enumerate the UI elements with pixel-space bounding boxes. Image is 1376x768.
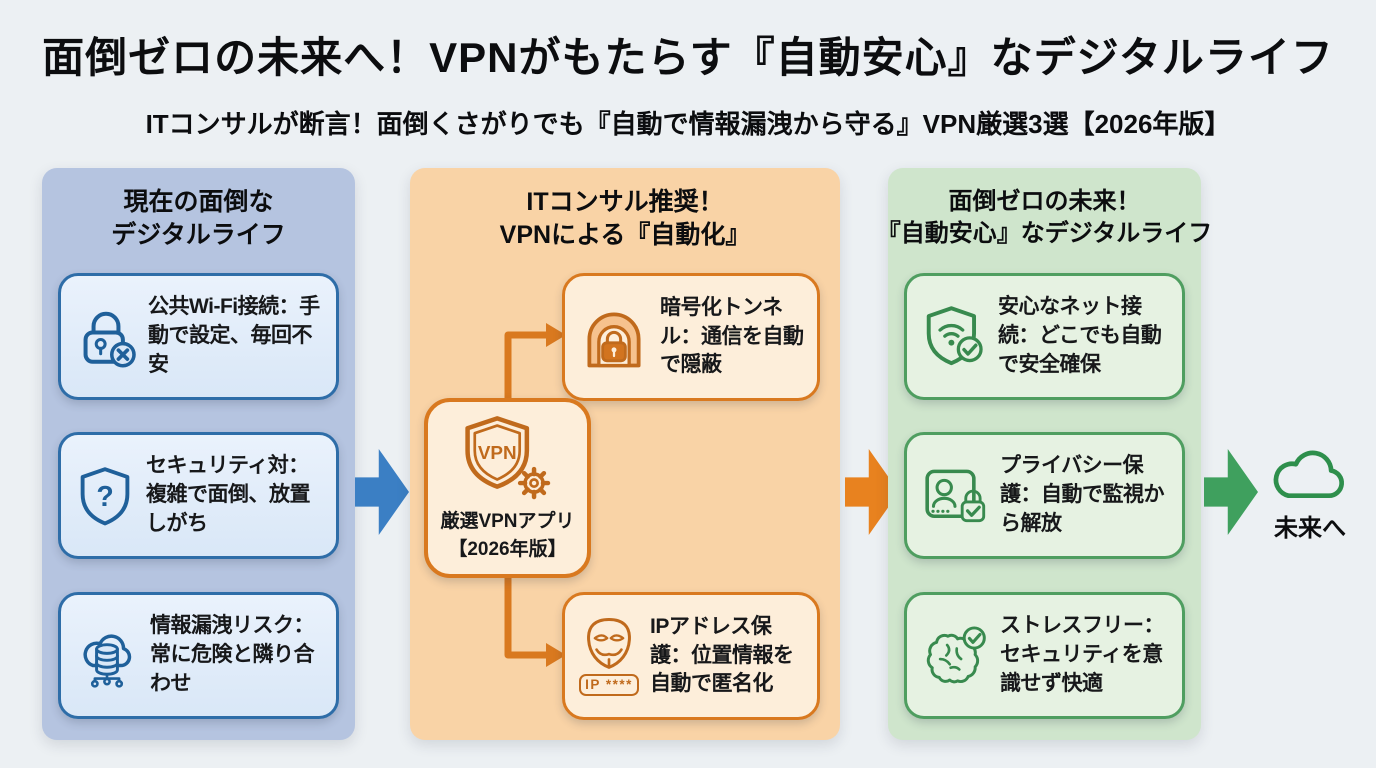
card-encrypted-tunnel: 暗号化トンネル：通信を自動で隠蔽: [562, 273, 820, 401]
card-public-wifi: 公共Wi-Fi接続：手動で設定、毎回不安: [58, 273, 339, 400]
vpn-shield-gear-icon: VPN: [464, 415, 550, 499]
card-security-burden: ? セキュリティ対：複雑で面倒、放置しがち: [58, 432, 339, 559]
card-stress-free-text: ストレスフリー：セキュリティを意識せず快適: [1000, 614, 1165, 695]
card-public-wifi-text: 公共Wi-Fi接続：手動で設定、毎回不安: [148, 295, 320, 376]
card-stress-free: ストレスフリー：セキュリティを意識せず快適: [904, 592, 1185, 719]
outcome-label: 未来へ: [1274, 515, 1346, 543]
page-subtitle: ITコンサルが断言！面倒くさがりでも『自動で情報漏洩から守る』VPN厳選3選【2…: [145, 109, 1231, 139]
card-security-burden-text: セキュリティ対：複雑で面倒、放置しがち: [146, 454, 311, 535]
card-privacy-protection: プライバシー保護：自動で監視から解放: [904, 432, 1185, 559]
svg-text:?: ?: [96, 481, 113, 513]
page-title: 面倒ゼロの未来へ！VPNがもたらす『自動安心』なデジタルライフ: [42, 34, 1334, 81]
shield-wifi-check-icon: [926, 306, 983, 366]
anonymous-mask-icon: [587, 617, 631, 669]
tunnel-lock-icon: [587, 312, 641, 368]
card-data-leak-risk: 情報漏洩リスク：常に危険と隣り合わせ: [58, 592, 339, 719]
arrow-future-to-cloud: [1204, 449, 1258, 535]
svg-text:VPN: VPN: [477, 442, 516, 463]
card-vpn-app: VPN 厳選VPNアプリ 【2026年版】: [424, 398, 591, 578]
cloud-icon: [1273, 450, 1345, 499]
column-current-title: 現在の面倒な デジタルライフ: [111, 188, 286, 249]
card-encrypted-tunnel-text: 暗号化トンネル：通信を自動で隠蔽: [660, 295, 804, 377]
column-future-title: 面倒ゼロの未来！ 『自動安心』なデジタルライフ: [876, 188, 1213, 247]
arrow-current-to-vpn: [355, 449, 409, 535]
card-safe-connection: 安心なネット接続：どこでも自動で安全確保: [904, 273, 1185, 400]
card-vpn-app-text: 厳選VPNアプリ 【2026年版】: [440, 511, 575, 560]
lock-error-icon: [83, 311, 136, 368]
card-privacy-protection-text: プライバシー保護：自動で監視から解放: [1000, 454, 1165, 535]
column-current-digital-life: 現在の面倒な デジタルライフ 公共Wi-Fi接続：手動で設定、毎回不安: [42, 168, 355, 740]
vpn-connector-lines: [504, 323, 566, 667]
column-vpn-automation: ITコンサル推奨！ VPNによる『自動化』 暗号化トンネル：通信を自動で隠蔽: [410, 168, 840, 740]
column-vpn-title: ITコンサル推奨！ VPNによる『自動化』: [499, 188, 751, 249]
card-data-leak-risk-text: 情報漏洩リスク：常に危険と隣り合わせ: [150, 614, 315, 695]
shield-question-icon: ?: [80, 466, 130, 525]
column-future-digital-life: 面倒ゼロの未来！ 『自動安心』なデジタルライフ 安心なネット接続：どこでも自動で…: [876, 168, 1213, 740]
card-ip-protection: IP **** IPアドレス保護：位置情報を自動で匿名化: [562, 592, 820, 720]
brain-check-icon: [926, 626, 986, 684]
cloud-database-leak-icon: [83, 634, 132, 688]
privacy-card-lock-icon: [925, 469, 986, 523]
outcome-future: 未来へ: [1258, 444, 1362, 543]
card-safe-connection-text: 安心なネット接続：どこでも自動で安全確保: [998, 295, 1162, 376]
ip-masked-badge: IP ****: [579, 673, 639, 697]
card-ip-protection-text: IPアドレス保護：位置情報を自動で匿名化: [650, 614, 794, 696]
